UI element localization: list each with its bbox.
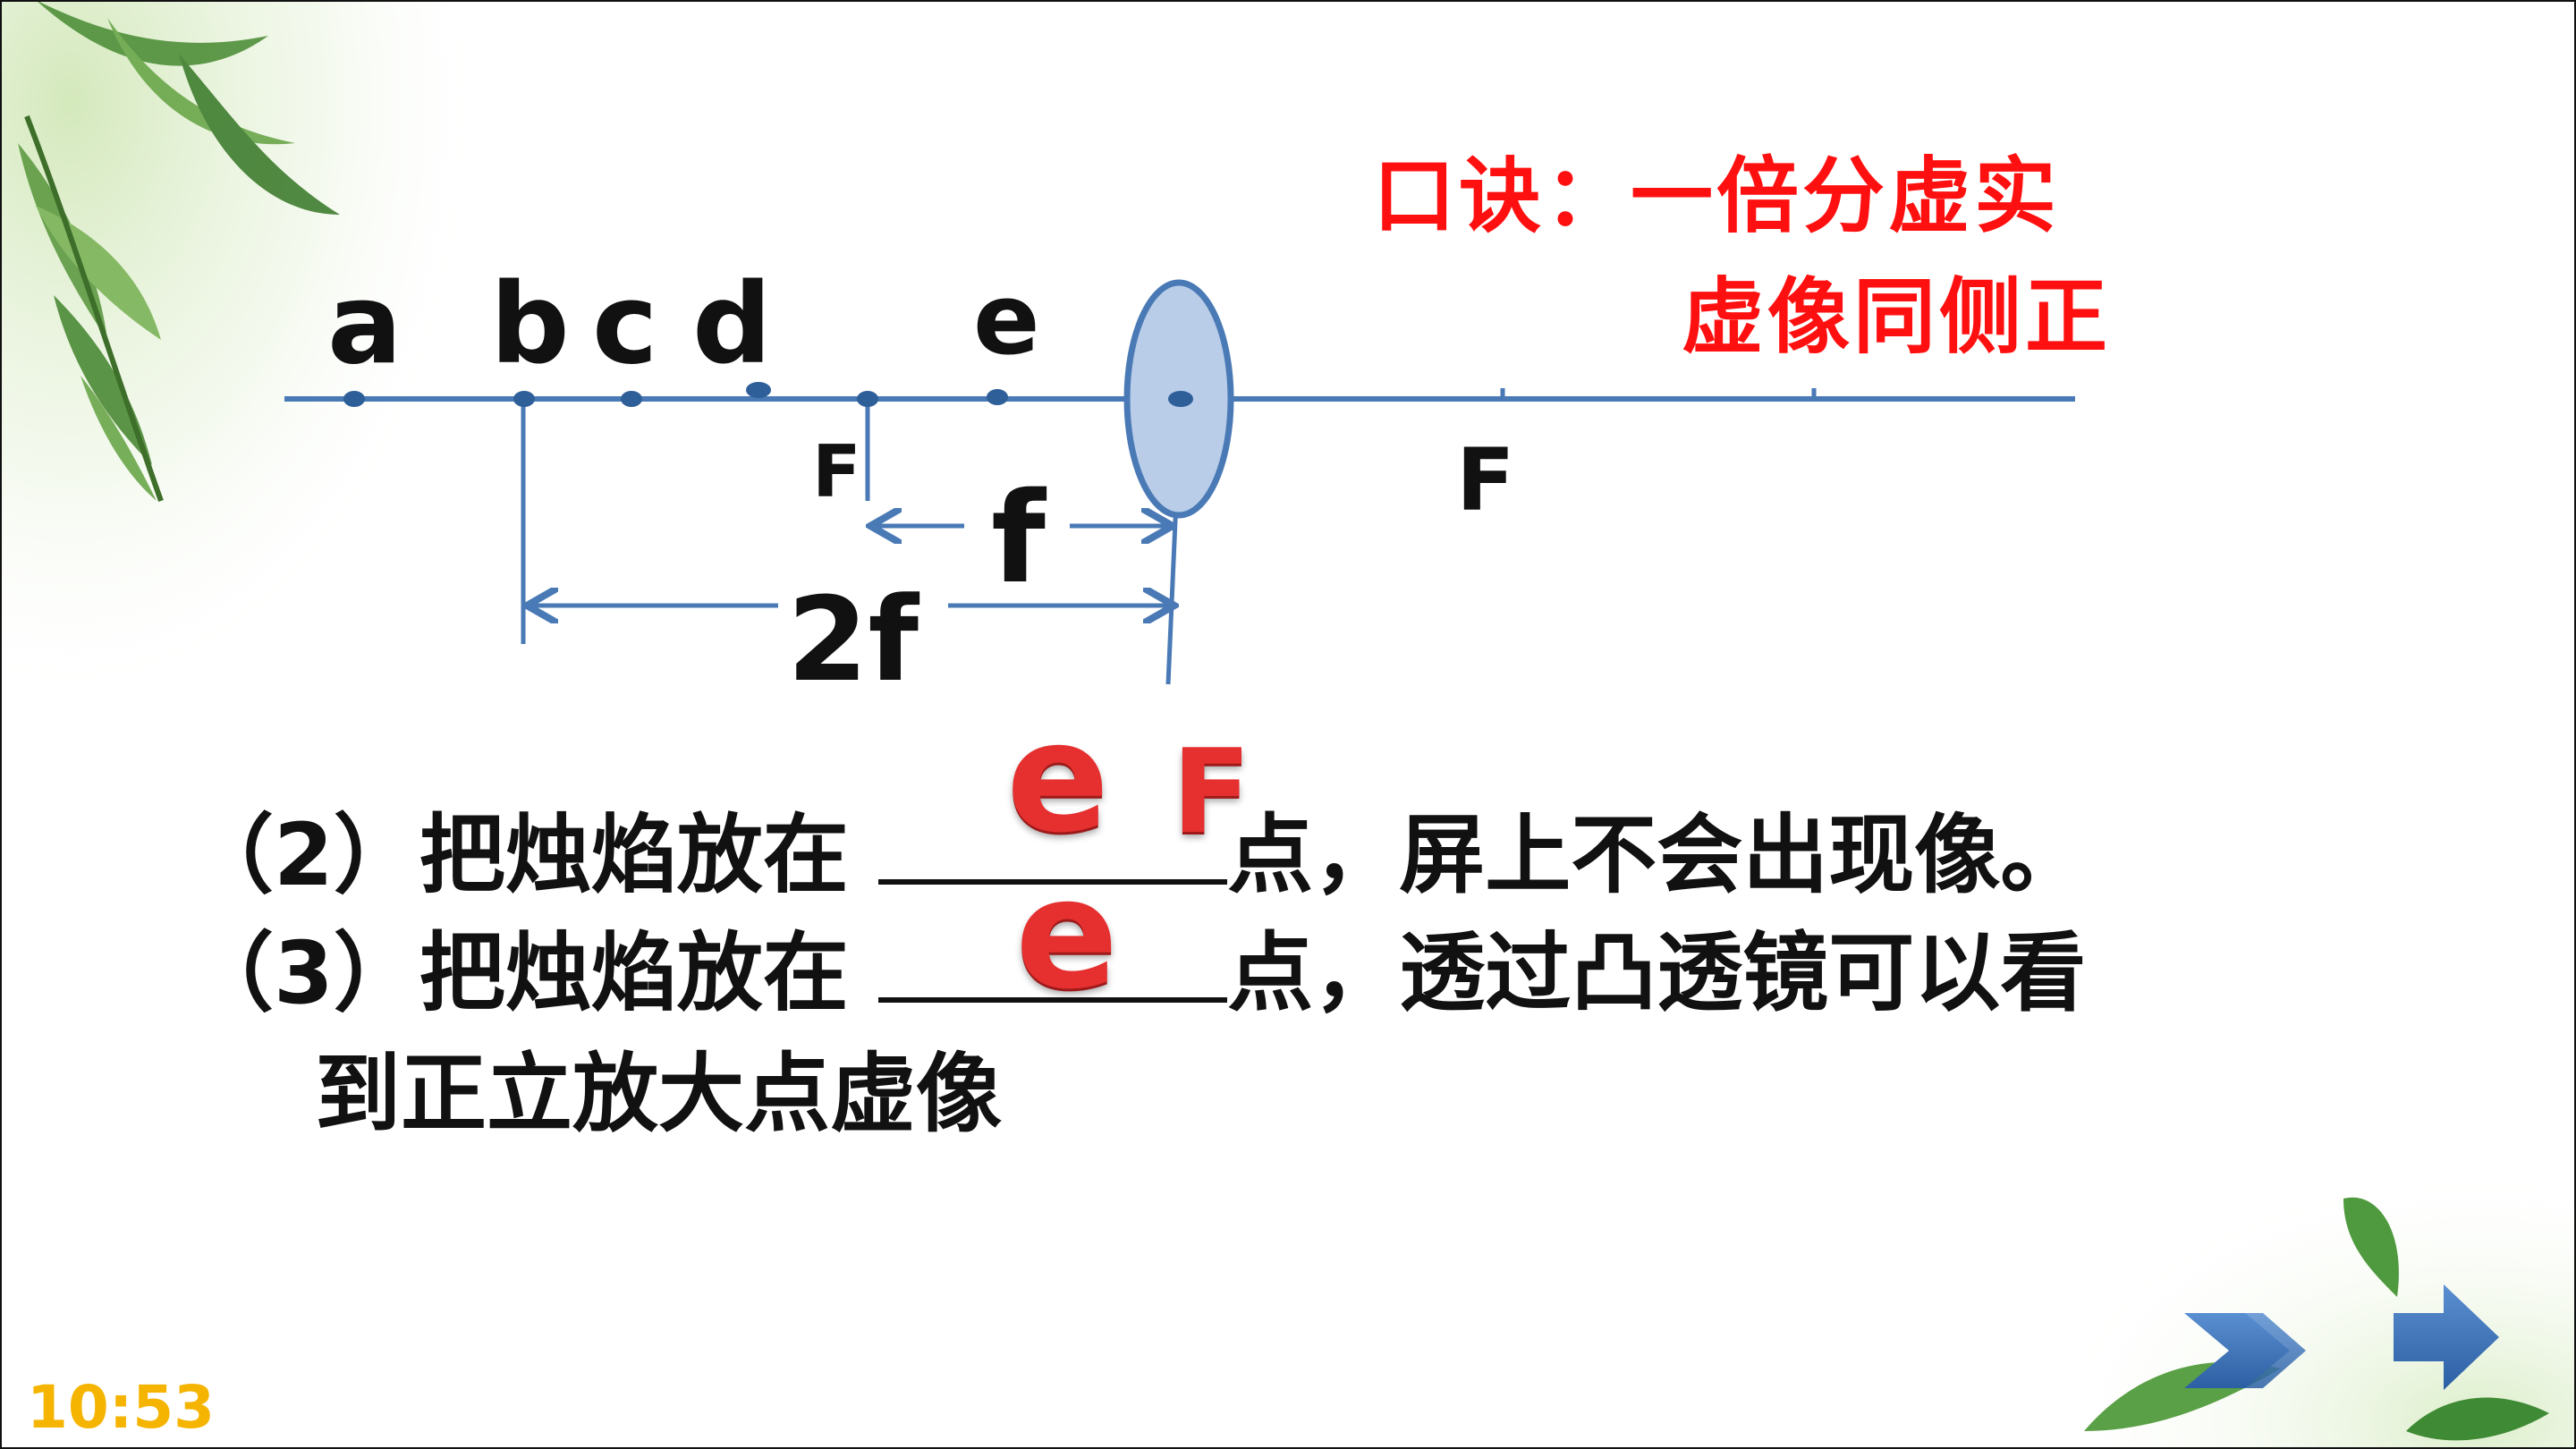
label-a: a [327, 260, 402, 389]
point-lens-center [1168, 391, 1193, 407]
next-slide-chevron-icon[interactable] [2182, 1306, 2308, 1395]
clock-timestamp: 10:53 [27, 1373, 216, 1442]
label-e: e [973, 262, 1040, 377]
mnemonic-line-2: 虚像同侧正 [1682, 268, 2112, 365]
point-b [513, 391, 535, 407]
question-3-line-2: 到正立放大点虚像 [315, 1044, 1002, 1144]
leaf-decoration-bottom-right [2084, 1163, 2576, 1449]
question-3-blank [878, 926, 1228, 1003]
label-focal-right: F [1456, 430, 1515, 530]
label-focal-left: F [812, 430, 861, 513]
label-d: d [692, 260, 772, 389]
label-f: f [991, 466, 1047, 612]
answer-q2-F: F [1172, 724, 1251, 860]
question-3-suffix: 点，透过凸透镜可以看 [1227, 923, 2087, 1023]
question-3-prefix: （3）把烛焰放在 [188, 923, 849, 1023]
point-e [987, 389, 1008, 405]
label-c: c [592, 260, 658, 389]
next-page-arrow-icon[interactable] [2388, 1279, 2504, 1395]
label-b: b [490, 260, 570, 389]
answer-q2-e: e [1006, 690, 1110, 867]
leaf-decoration-top-left [0, 0, 465, 680]
point-d [746, 382, 771, 398]
point-f-left [857, 391, 878, 407]
mnemonic-line-1: 口诀：一倍分虚实 [1373, 148, 2061, 244]
point-a [343, 391, 365, 407]
question-2-suffix: 点，屏上不会出现像。 [1227, 805, 2087, 905]
convex-lens-diagram: a b c d e F F f 2f [284, 260, 2075, 708]
question-3: （3）把烛焰放在 点，透过凸透镜可以看 [188, 903, 2086, 1028]
question-2: （2）把烛焰放在 点，屏上不会出现像。 [188, 785, 2086, 910]
answer-q3-e: e [1015, 846, 1119, 1023]
question-2-blank [878, 808, 1228, 885]
point-c [621, 391, 642, 407]
question-2-prefix: （2）把烛焰放在 [188, 805, 849, 905]
label-2f: 2f [787, 572, 919, 708]
